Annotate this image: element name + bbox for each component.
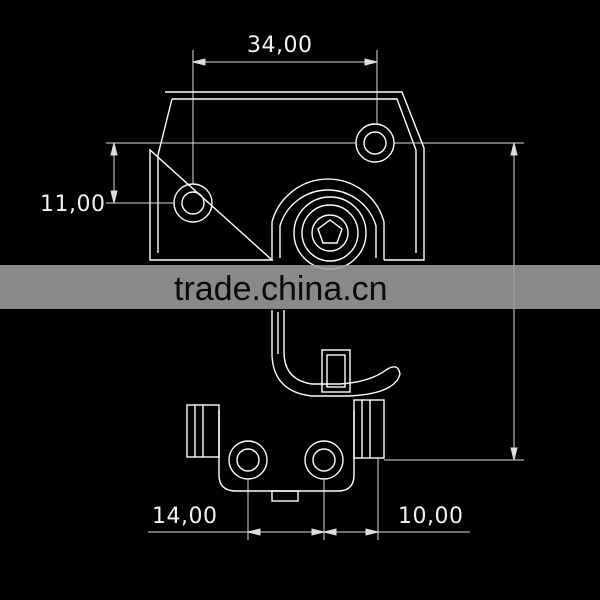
upper-plate-inner-edge [157, 98, 417, 253]
lower-block [186, 399, 385, 502]
pivot-boss [271, 178, 385, 270]
dim-bottom-right-spacing: 10,00 [398, 504, 463, 529]
arm-slider-block [321, 349, 351, 393]
dimension-lines [106, 50, 524, 540]
hinge-arm [271, 310, 401, 397]
watermark-text: trade.china.cn [174, 270, 388, 308]
hinge-part-outline [149, 91, 425, 502]
dim-left-offset: 11,00 [40, 192, 105, 217]
lower-right-hole [304, 440, 344, 480]
hex-socket [317, 219, 343, 244]
dim-bottom-left-spacing: 14,00 [152, 504, 217, 529]
lower-tab [271, 490, 299, 502]
dim-top-width: 34,00 [247, 33, 312, 58]
lower-left-hole [228, 440, 268, 480]
watermark-band [0, 265, 600, 309]
upper-plate [149, 91, 425, 261]
